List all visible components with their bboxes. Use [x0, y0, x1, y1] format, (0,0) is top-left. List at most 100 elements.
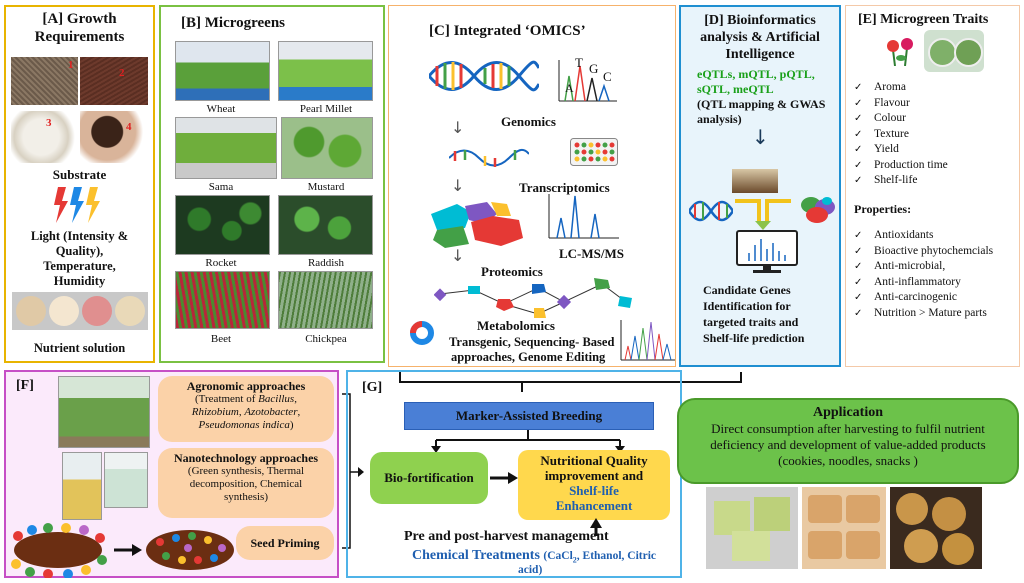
panel-bioinformatics: [D] Bioinformatics analysis & Artificial…: [679, 5, 841, 367]
light-label-4: Humidity: [53, 274, 106, 288]
crop-label-beet: Beet: [210, 333, 232, 345]
donut-icon: [410, 321, 434, 345]
light-label-3: Temperature,: [43, 259, 116, 273]
arrow-up-icon: [590, 518, 602, 536]
seed-priming-illustration: [11, 523, 234, 578]
crop-label-pearl-millet: Pearl Millet: [299, 103, 353, 115]
crop-label-raddish: Raddish: [307, 257, 345, 269]
substrate-number-3: 3: [46, 117, 52, 129]
property-item: Anti-inflammatory: [854, 275, 993, 291]
nano-title: Nanotechnology approaches: [173, 451, 319, 465]
chem-detail: (CaCl2, Ethanol, Citric: [543, 550, 657, 564]
substrate-number-1: 1: [68, 59, 74, 71]
marker-assisted-breeding-box: Marker-Assisted Breeding: [404, 402, 654, 430]
chem-title: Chemical Treatments: [411, 548, 540, 563]
nq-line-3: Shelf-life: [569, 483, 619, 498]
substrate-number-2: 2: [119, 67, 125, 79]
peak-letter-c: C: [603, 69, 612, 84]
application-line-3: (cookies, noodles, snacks ): [778, 453, 918, 468]
property-item: Nutrition > Mature parts: [854, 306, 993, 322]
panel-g-title: [G]: [362, 380, 383, 395]
substrate-image-1: [11, 57, 78, 105]
panel-a-title-1: [A] Growth: [42, 11, 117, 27]
chem-detail-rest: , Ethanol, Citric: [576, 550, 657, 562]
omics-connector: [399, 372, 742, 392]
substrate-label: Substrate: [52, 167, 107, 182]
biofortification-box: Bio-fortification: [370, 452, 488, 504]
pseudomonas-text: Pseudomonas indica: [198, 419, 290, 431]
crop-label-rocket: Rocket: [205, 257, 237, 269]
agronomic-detail-1: (Treatment of Bacillus,: [195, 393, 297, 405]
nano-detail-1: (Green synthesis, Thermal: [187, 465, 305, 477]
proteomics-label: Proteomics: [481, 264, 543, 279]
properties-list: Antioxidants Bioactive phytochemcials An…: [854, 228, 993, 321]
mapping-label-2: analysis): [697, 112, 742, 126]
panel-growth-requirements: [A] Growth Requirements 1 2 3 4 Substrat…: [4, 5, 155, 363]
crop-label-sama: Sama: [208, 181, 234, 193]
dna-helix-icon: [429, 60, 539, 92]
dna-fragment-icon: [449, 148, 529, 167]
qtl-label-1: eQTLs, mQTL, pQTL,: [697, 67, 815, 81]
peak-letter-a: A: [565, 81, 574, 95]
nano-detail-3: synthesis): [224, 491, 268, 503]
lcms-chart: [548, 194, 619, 239]
nutrient-solution-image: [12, 292, 148, 330]
qtl-label-2: sQTL, meQTL: [697, 82, 774, 96]
mab-label: Marker-Assisted Breeding: [455, 408, 603, 423]
nano-detail-2: decomposition, Chemical: [189, 478, 303, 490]
substrate-image-4: [80, 111, 148, 163]
panel-d-title-1: [D] Bioinformatics: [704, 13, 816, 28]
nanotechnology-approaches-box: Nanotechnology approaches (Green synthes…: [158, 448, 334, 518]
panel-breeding: [G] Marker-Assisted Breeding Bio-fortifi…: [346, 370, 682, 578]
panel-c-title: [C] Integrated ‘OMICS’: [429, 23, 586, 39]
genomics-label: Genomics: [501, 114, 556, 129]
nq-line-1: Nutritional Quality: [540, 453, 648, 468]
light-label-2: Quality),: [55, 244, 104, 258]
substrate-image-2: [80, 57, 148, 105]
peak-letter-t: T: [575, 55, 583, 70]
arrow-right-icon: [490, 472, 518, 484]
candidate-label-2: Identification for: [703, 299, 791, 313]
mab-split-arrows: [431, 430, 625, 453]
panel-e-title: [E] Microgreen Traits: [858, 12, 989, 27]
crop-label-mustard: Mustard: [307, 181, 345, 193]
crop-label-wheat: Wheat: [206, 103, 236, 115]
azotobacter-text: Azotobacter: [244, 406, 298, 418]
application-line-2: deficiency and development of value-adde…: [710, 437, 986, 452]
panel-b-title: [B] Microgreens: [181, 15, 285, 31]
nutrient-label: Nutrient solution: [33, 341, 126, 355]
panel-microgreen-traits: [E] Microgreen Traits Aroma Flavour Colo…: [845, 5, 1020, 367]
trait-item: Colour: [854, 111, 948, 127]
lcms-label: LC-MS/MS: [559, 246, 624, 261]
candidate-label-1: Candidate Genes: [703, 283, 791, 297]
crop-image-chickpea: [278, 271, 373, 329]
trait-item: Texture: [854, 127, 948, 143]
mapping-label-1: (QTL mapping & GWAS: [697, 97, 826, 111]
crop-image-raddish: [278, 195, 373, 255]
property-item: Anti-carcinogenic: [854, 290, 993, 306]
metabolomics-label: Metabolomics: [477, 318, 555, 333]
agronomic-detail-3: Pseudomonas indica): [198, 419, 294, 431]
light-label-1: Light (Intensity &: [30, 229, 129, 243]
crop-image-beet: [175, 271, 270, 329]
property-item: Anti-microbial,: [854, 259, 993, 275]
microarray-icon: [570, 138, 618, 166]
arrow-down-2: ↓: [451, 176, 465, 195]
prepost-label: Pre and post-harvest management: [404, 529, 609, 544]
approaches-label-2: approaches, Genome Editing: [451, 350, 606, 364]
sequence-peaks-chart: [558, 60, 617, 102]
merge-arrows-icon: [735, 199, 791, 230]
biofortification-label: Bio-fortification: [384, 470, 474, 485]
properties-label: Properties:: [854, 202, 912, 216]
snacks-photo: [802, 487, 886, 569]
substrate-image-3: [11, 111, 78, 163]
dna-icon-small: [689, 200, 733, 222]
traits-list: Aroma Flavour Colour Texture Yield Produ…: [854, 80, 948, 189]
seed-priming-box: Seed Priming: [236, 526, 334, 560]
approaches-label-1: Transgenic, Sequencing- Based: [449, 335, 615, 349]
nq-line-4: Enhancement: [555, 498, 633, 513]
panel-d-title-2: analysis & Artificial: [700, 30, 820, 45]
crop-image-pearl-millet: [278, 41, 373, 101]
application-line-1: Direct consumption after harvesting to f…: [711, 421, 985, 436]
chem-detail-prefix: (CaCl: [543, 550, 573, 562]
